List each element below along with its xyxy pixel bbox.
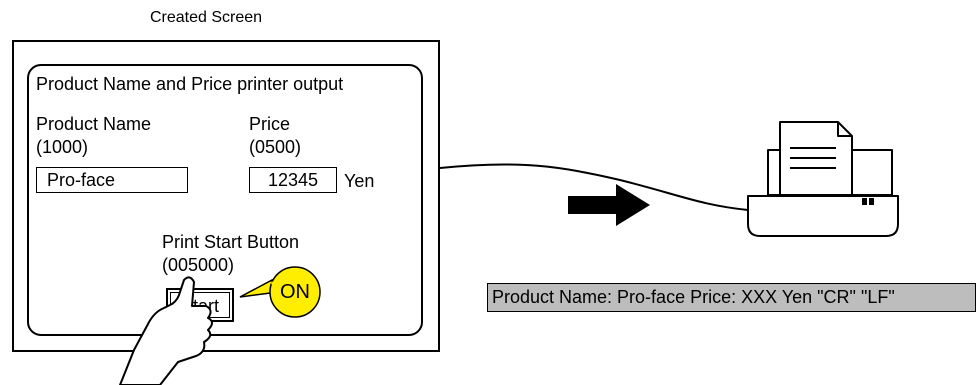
price-label: Price xyxy=(249,114,291,134)
print-start-button-caption: Print Start Button xyxy=(162,232,300,252)
price-address: (0500) xyxy=(249,137,302,157)
product-name-address: (1000) xyxy=(36,137,89,157)
printer-icon xyxy=(747,121,899,237)
price-unit: Yen xyxy=(344,171,375,191)
product-name-label: Product Name xyxy=(36,114,152,134)
hand-pointer-icon xyxy=(119,276,213,385)
panel-title: Product Name and Price printer output xyxy=(36,74,344,94)
on-callout xyxy=(239,266,321,318)
cable-line xyxy=(439,163,749,211)
printer-output-text: Product Name: Pro-face Price: XXX Yen "C… xyxy=(487,283,976,312)
arrow-right-icon xyxy=(568,184,650,226)
print-start-button-address: (005000) xyxy=(162,255,235,275)
screen-caption: Created Screen xyxy=(150,9,263,26)
product-name-field[interactable]: Pro-face xyxy=(36,167,188,193)
on-callout-label: ON xyxy=(280,281,310,303)
price-field[interactable]: 12345 xyxy=(249,167,337,193)
